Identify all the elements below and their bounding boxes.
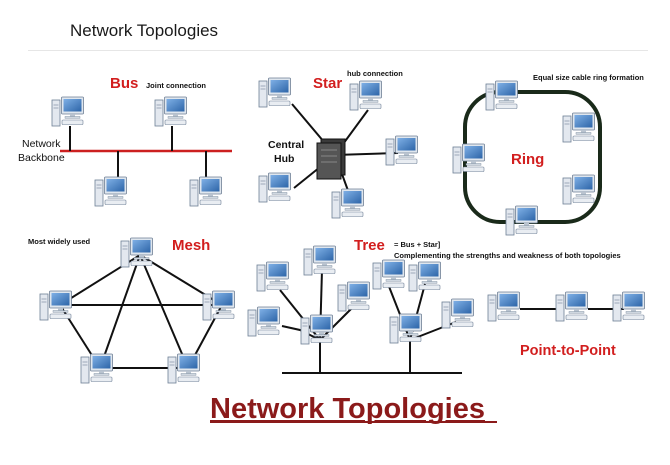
tree-computer-icon (247, 306, 280, 337)
tree-computer-icon (256, 261, 289, 292)
mesh-computer-icon (167, 353, 200, 384)
mesh-computer-icon (120, 237, 153, 268)
bus-title: Bus (110, 75, 138, 92)
tree-note-line1: = Bus + Star] (394, 240, 441, 249)
mesh-note: Most widely used (28, 237, 91, 246)
ring-computer-icon (562, 174, 595, 205)
tree-computer-icon (408, 261, 441, 292)
ring-note: Equal size cable ring formation (533, 73, 644, 82)
tree-topology: Tree = Bus + Star] Complementing the str… (247, 237, 621, 374)
bus-computer-icon (94, 176, 127, 207)
tree-computer-icon (389, 313, 422, 344)
bus-computer-icon (51, 96, 84, 127)
p2p-computer-icon (487, 291, 520, 322)
network-hub-icon (316, 138, 346, 180)
star-computer-icon (331, 188, 364, 219)
star-title: Star (313, 75, 342, 92)
footer-title: Network Topologies (210, 393, 485, 425)
ring-topology: Ring Equal size cable ring formation (452, 73, 644, 236)
star-computer-icon (258, 77, 291, 108)
mesh-title: Mesh (172, 237, 210, 254)
star-computer-icon (349, 80, 382, 111)
tree-title: Tree (354, 237, 385, 254)
mesh-cables (59, 254, 223, 369)
bus-computer-icon (189, 176, 222, 207)
mesh-computer-icon (39, 290, 72, 321)
p2p-computer-icon (612, 291, 645, 322)
ring-title: Ring (511, 151, 544, 168)
ring-computer-icon (505, 205, 538, 236)
tree-note-line2: Complementing the strengths and weakness… (394, 251, 621, 260)
page-title: Network Topologies (70, 21, 219, 40)
star-note: hub connection (347, 69, 403, 78)
tree-computer-icon (372, 259, 405, 290)
bus-computer-icon (154, 96, 187, 127)
star-topology: Star hub connection Central Hub (258, 69, 418, 219)
hub-label-line2: Hub (274, 153, 294, 165)
mesh-computer-icon (202, 290, 235, 321)
tree-computer-icon (300, 314, 333, 345)
backbone-label-line2: Backbone (18, 152, 65, 164)
mesh-computer-icon (80, 353, 113, 384)
ring-computer-icon (452, 143, 485, 174)
p2p-title: Point-to-Point (520, 343, 616, 359)
tree-computer-icon (303, 245, 336, 276)
bus-topology: Bus Joint connection Network Backbone (18, 75, 232, 207)
bus-note: Joint connection (146, 81, 206, 90)
p2p-computer-icon (555, 291, 588, 322)
star-computer-icon (258, 172, 291, 203)
bus-cables (60, 126, 232, 178)
backbone-label-line1: Network (22, 138, 61, 150)
p2p-topology: Point-to-Point (487, 291, 645, 359)
star-computer-icon (385, 135, 418, 166)
ring-computer-icon (485, 80, 518, 111)
tree-computer-icon (441, 298, 474, 329)
tree-computer-icon (337, 281, 370, 312)
mesh-topology: Mesh Most widely used (28, 237, 235, 384)
hub-label-line1: Central (268, 139, 304, 151)
header-divider (28, 50, 648, 51)
ring-computer-icon (562, 112, 595, 143)
